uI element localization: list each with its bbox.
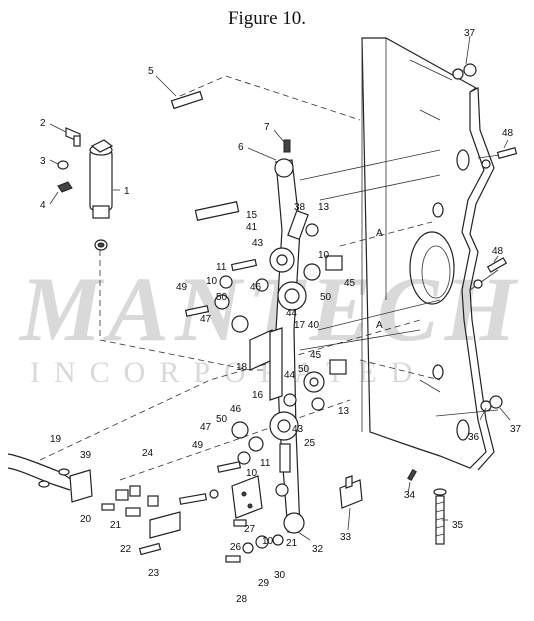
callout-21-right: 21	[286, 538, 298, 549]
upper-roller-group	[184, 209, 343, 333]
callout-36: 36	[468, 432, 480, 443]
callout-34: 34	[404, 490, 416, 501]
callout-19: 19	[50, 434, 62, 445]
callout-24: 24	[142, 448, 154, 459]
callout-35: 35	[452, 520, 464, 531]
assembly-lines	[39, 69, 501, 481]
callout-28: 28	[236, 594, 248, 605]
callout-46-lower: 46	[230, 404, 242, 415]
leader-lines	[49, 35, 511, 541]
callout-10-b: 10	[206, 276, 218, 287]
callout-10-a: 10	[318, 250, 330, 261]
callout-43-upper: 43	[252, 238, 264, 249]
callout-27: 27	[244, 524, 256, 535]
lower-roller-group	[216, 359, 347, 497]
watermark: MANTECH INCORPORATED	[18, 258, 516, 389]
callout-30: 30	[274, 570, 286, 581]
callout-45-upper: 45	[344, 278, 356, 289]
callout-3: 3	[40, 156, 46, 167]
callout-16: 16	[252, 390, 264, 401]
callout-37-bottom: 37	[510, 424, 522, 435]
callout-labels: 1 2 3 4 5 6 7 37 48 48 15 41 38 13 43 10…	[40, 28, 522, 605]
callout-49-lower: 49	[192, 440, 204, 451]
air-cylinder	[89, 139, 114, 251]
small-hardware-20-23	[101, 485, 181, 556]
fitting-2	[65, 127, 81, 147]
callout-10-d: 10	[262, 536, 274, 547]
callout-29: 29	[258, 578, 270, 589]
callout-39: 39	[80, 450, 92, 461]
washer-3	[57, 160, 69, 170]
callout-47-lower: 47	[200, 422, 212, 433]
callout-2: 2	[40, 118, 46, 129]
callout-A-upper: A	[376, 228, 383, 239]
wire-harness	[7, 453, 93, 503]
callout-13-upper: 13	[318, 202, 330, 213]
callout-10-c: 10	[246, 468, 258, 479]
callout-44-upper: 44	[286, 308, 298, 319]
callout-50-a: 50	[216, 292, 228, 303]
callout-4: 4	[40, 200, 46, 211]
callout-11-lower: 11	[260, 458, 271, 469]
bottom-hardware	[178, 489, 284, 563]
figure-title: Figure 10.	[227, 8, 307, 29]
callout-46-upper: 46	[250, 282, 262, 293]
callout-32: 32	[312, 544, 324, 555]
callout-50-b: 50	[320, 292, 332, 303]
bracket-33	[339, 475, 363, 509]
callout-48-lower: 48	[492, 246, 504, 257]
bracket-27	[231, 475, 263, 519]
callout-47-upper: 47	[200, 314, 212, 325]
callout-11-upper: 11	[216, 262, 227, 273]
callout-33: 33	[340, 532, 352, 543]
callout-23: 23	[148, 568, 160, 579]
callout-20: 20	[80, 514, 92, 525]
callout-37-top: 37	[464, 28, 476, 39]
callout-25: 25	[304, 438, 316, 449]
callout-45-lower: 45	[310, 350, 322, 361]
callout-13-lower: 13	[338, 406, 350, 417]
callout-44-lower: 44	[284, 370, 296, 381]
callout-38: 38	[294, 202, 306, 213]
callout-48-upper: 48	[502, 128, 514, 139]
pin-34	[407, 468, 417, 482]
callout-49-upper: 49	[176, 282, 188, 293]
mounting-plate	[361, 37, 495, 471]
bracket-17-18	[249, 327, 283, 401]
nut-4	[57, 181, 73, 193]
callout-A-lower: A	[376, 320, 383, 331]
callout-5: 5	[148, 66, 154, 77]
pin-5	[170, 90, 204, 110]
callout-15: 15	[246, 210, 258, 221]
watermark-subtext: INCORPORATED	[30, 356, 426, 389]
screw-35	[433, 488, 447, 545]
callout-21-left: 21	[110, 520, 122, 531]
callout-18: 18	[236, 362, 248, 373]
callout-6: 6	[238, 142, 244, 153]
callout-41: 41	[246, 222, 258, 233]
callout-7: 7	[264, 122, 270, 133]
right-washers	[452, 63, 518, 412]
callout-26: 26	[230, 542, 242, 553]
callout-22: 22	[120, 544, 132, 555]
callout-43-lower: 43	[292, 424, 304, 435]
callout-1: 1	[124, 186, 130, 197]
screw-7	[283, 139, 291, 153]
callout-17-40: 17 40	[294, 320, 319, 331]
callout-50-c: 50	[298, 364, 310, 375]
callout-50-d: 50	[216, 414, 228, 425]
